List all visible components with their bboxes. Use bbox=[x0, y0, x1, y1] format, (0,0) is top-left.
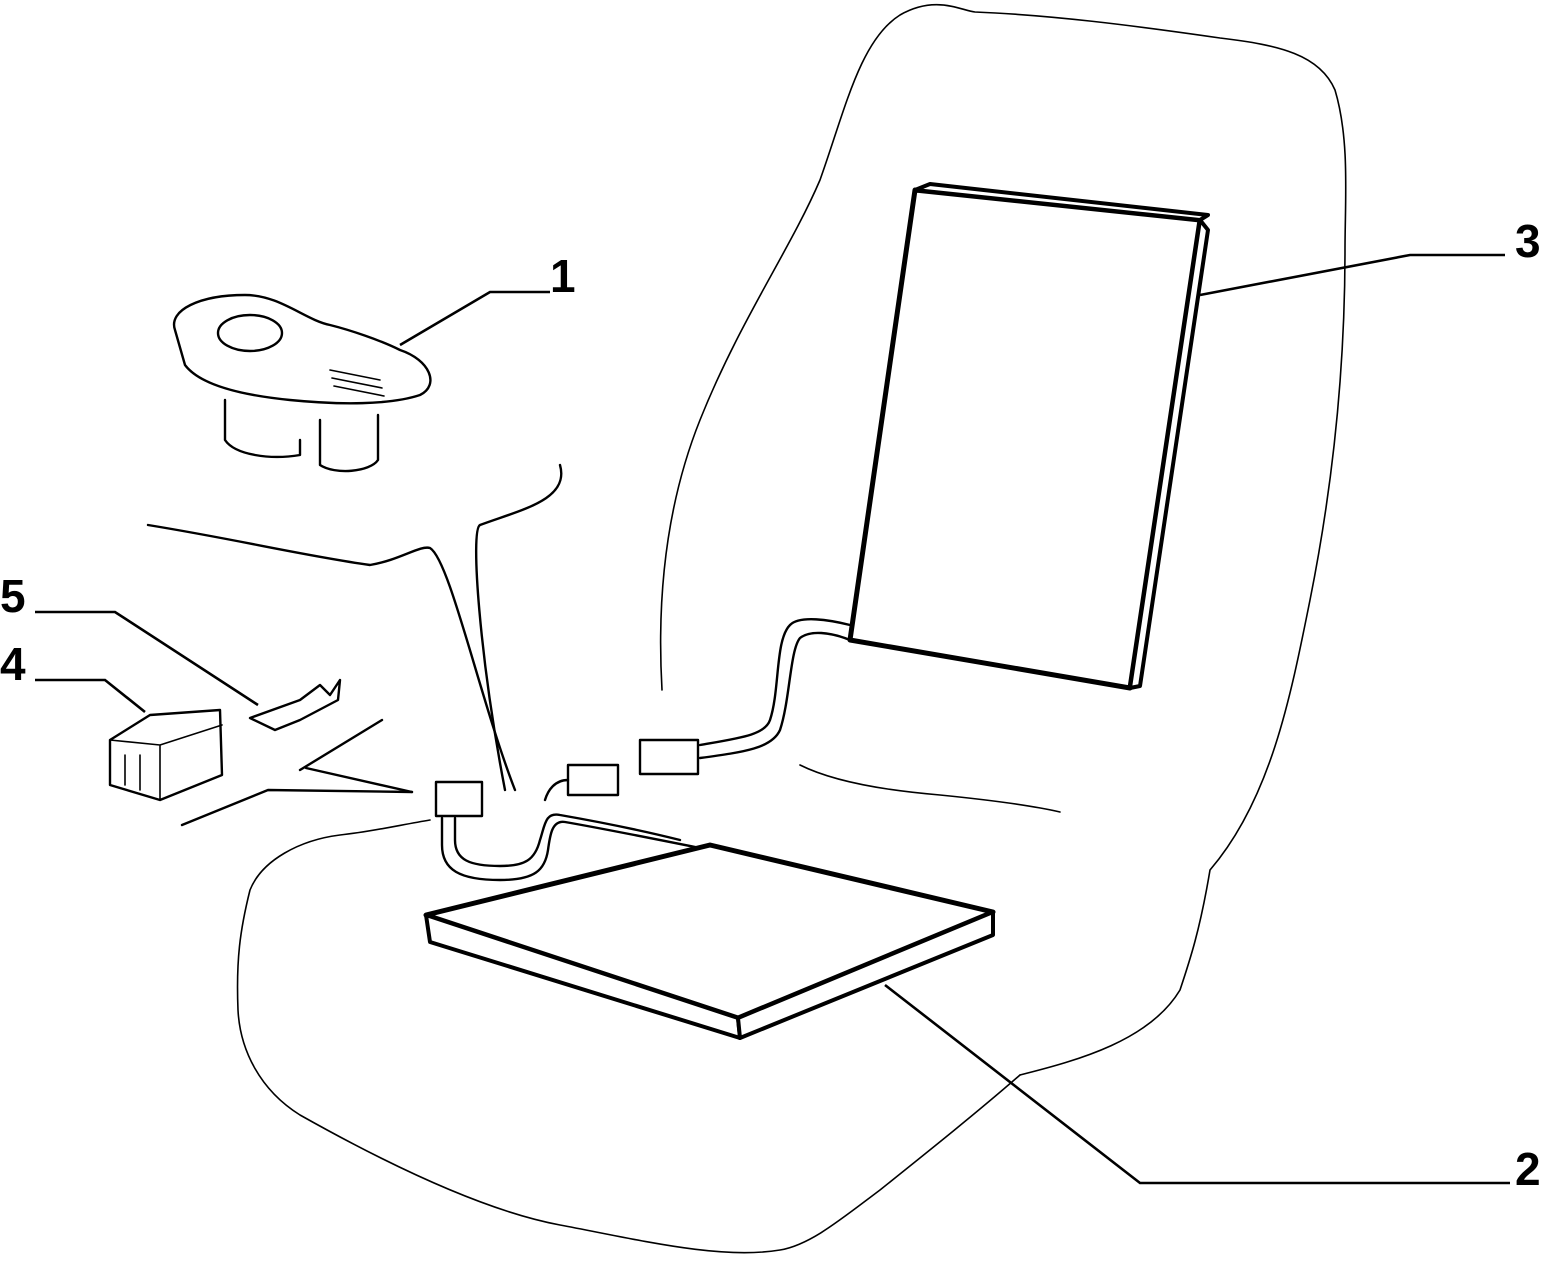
leader-3 bbox=[1199, 253, 1505, 297]
callout-5: 5 bbox=[0, 570, 26, 622]
seat-outline bbox=[236, 3, 1347, 1254]
guide-lines bbox=[146, 463, 563, 827]
callout-2: 2 bbox=[1515, 1143, 1541, 1195]
callout-3: 3 bbox=[1515, 215, 1541, 267]
callout-4: 4 bbox=[0, 638, 26, 690]
heater-switch bbox=[172, 293, 432, 473]
leader-lines bbox=[35, 253, 1510, 1185]
terminal bbox=[248, 678, 342, 732]
leader-2 bbox=[884, 983, 1510, 1185]
wiring-harness bbox=[434, 618, 852, 882]
cushion-heating-pad bbox=[423, 842, 996, 1040]
callout-1: 1 bbox=[550, 250, 576, 302]
backrest-heating-pad bbox=[847, 182, 1210, 691]
leader-1 bbox=[399, 290, 550, 347]
leader-4 bbox=[35, 678, 146, 714]
leader-5 bbox=[35, 610, 259, 707]
connector-housing bbox=[108, 708, 224, 802]
